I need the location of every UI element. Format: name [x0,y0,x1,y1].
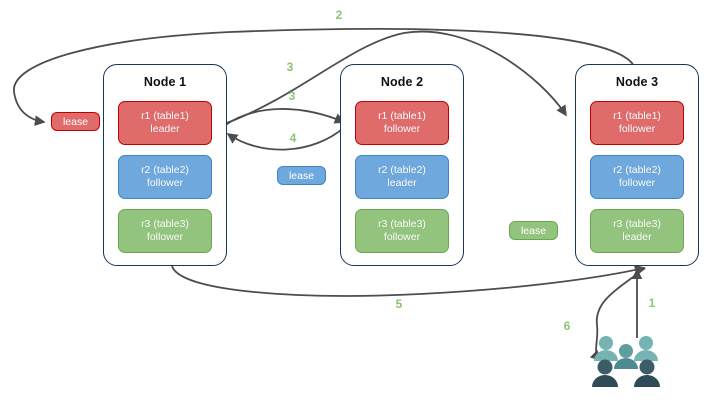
replica-role: leader [150,123,180,135]
replica-name: r2 (table2) [378,164,426,176]
replica-role: follower [618,123,656,135]
users-icon [592,336,660,387]
node-card-2[interactable]: Node 2 r1 (table1) follower r2 (table2) … [340,64,464,266]
step-label-2: 2 [335,8,343,22]
replica-name: r2 (table2) [141,164,189,176]
replica-name: r1 (table1) [613,110,661,122]
replica-name: r3 (table3) [141,218,189,230]
replica-r3[interactable]: r3 (table3) leader [590,209,684,253]
step-label-3-short: 3 [288,89,296,103]
replica-name: r2 (table2) [613,164,661,176]
replica-name: r1 (table1) [141,110,189,122]
replica-r2[interactable]: r2 (table2) follower [118,155,212,199]
arrow-step-3-short [223,108,346,127]
replica-r3[interactable]: r3 (table3) follower [355,209,449,253]
step-label-4: 4 [289,131,297,145]
replica-r3[interactable]: r3 (table3) follower [118,209,212,253]
node-card-1[interactable]: Node 1 r1 (table1) leader r2 (table2) fo… [103,64,227,266]
replica-r1[interactable]: r1 (table1) follower [355,101,449,145]
replica-role: follower [383,231,421,243]
node-title: Node 1 [143,75,187,89]
replica-r2[interactable]: r2 (table2) leader [355,155,449,199]
replica-role: leader [387,177,417,189]
replica-name: r1 (table1) [378,110,426,122]
replica-name: r3 (table3) [613,218,661,230]
lease-chip-r1[interactable]: lease [51,112,100,131]
replica-role: follower [383,123,421,135]
node-title: Node 2 [380,75,424,89]
replica-name: r3 (table3) [378,218,426,230]
lease-chip-r3[interactable]: lease [509,221,558,240]
replica-r1[interactable]: r1 (table1) leader [118,101,212,145]
step-label-6: 6 [563,319,571,333]
replica-r1[interactable]: r1 (table1) follower [590,101,684,145]
step-label-3-long: 3 [286,60,294,74]
replica-r2[interactable]: r2 (table2) follower [590,155,684,199]
lease-chip-r2[interactable]: lease [277,166,326,185]
step-label-5: 5 [395,297,403,311]
node-title: Node 3 [615,75,659,89]
replica-role: follower [146,231,184,243]
step-label-1: 1 [648,296,656,310]
replica-role: follower [146,177,184,189]
replica-role: follower [618,177,656,189]
replica-role: leader [622,231,652,243]
node-card-3[interactable]: Node 3 r1 (table1) follower r2 (table2) … [575,64,699,266]
arrow-step-5 [171,264,646,297]
